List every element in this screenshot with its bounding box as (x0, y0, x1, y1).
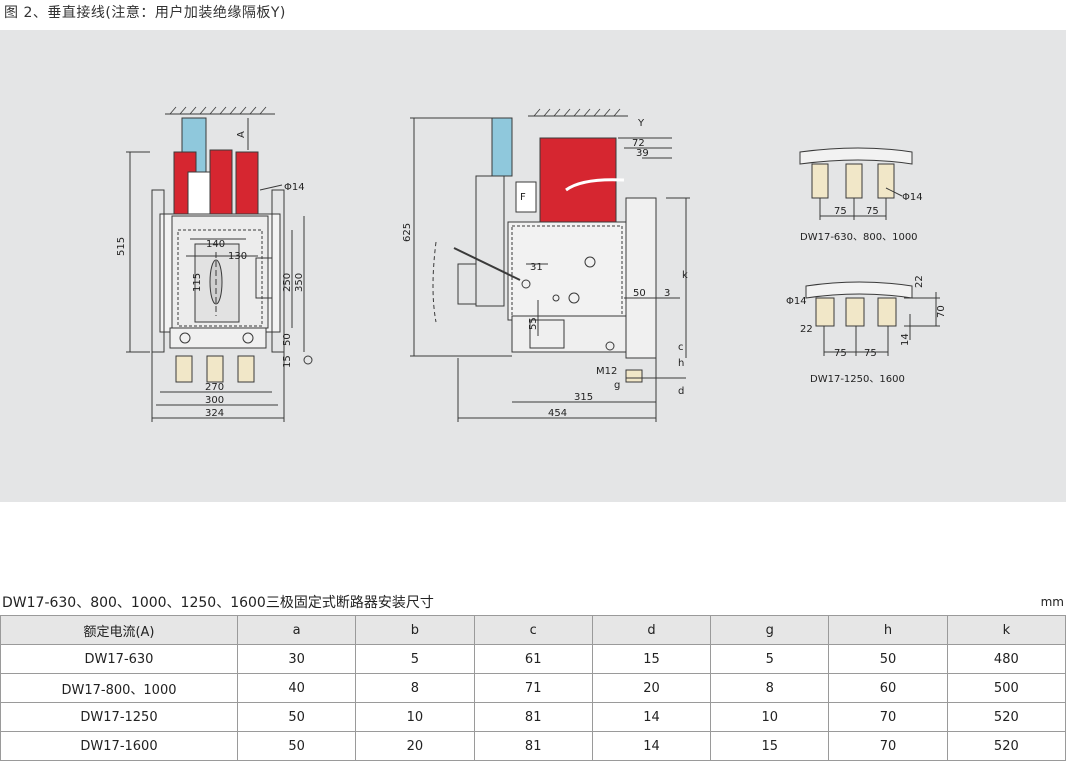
cell-k: 520 (946, 702, 1066, 732)
table-title: DW17-630、800、1000、1250、1600三极固定式断路器安装尺寸 (2, 595, 434, 611)
figure-title: 图 2、垂直接线(注意：用户加装绝缘隔板Y) (4, 5, 286, 21)
cell-c: 81 (473, 702, 593, 732)
header-b: b (355, 615, 475, 645)
header-d: d (591, 615, 712, 645)
cell-d: 14 (591, 702, 712, 732)
cell-d: 14 (591, 731, 712, 761)
dim-front-324: 324 (205, 408, 224, 419)
header-a: a (236, 615, 357, 645)
header-k: k (946, 615, 1066, 645)
cell-d: 15 (591, 644, 712, 674)
cell-b: 8 (355, 673, 475, 703)
dim-front-250: 250 (282, 273, 293, 292)
dim-front-A: A (236, 131, 247, 138)
dim-side-d: d (678, 386, 684, 397)
dim-side-625: 625 (402, 223, 413, 242)
cell-d: 20 (591, 673, 712, 703)
header-model: 额定电流(A) (0, 615, 238, 645)
dim-front-50: 50 (282, 333, 293, 346)
header-h: h (828, 615, 948, 645)
cell-c: 71 (473, 673, 593, 703)
cell-b: 5 (355, 644, 475, 674)
dim-side-39: 39 (636, 148, 649, 159)
dim-side-454: 454 (548, 408, 567, 419)
dim-t2-14: 14 (900, 333, 911, 346)
dim-front-350: 350 (294, 273, 305, 292)
dim-t2-75b: 75 (864, 348, 877, 359)
cell-a: 30 (236, 644, 357, 674)
cell-h: 60 (828, 673, 948, 703)
dim-t2-70: 70 (936, 305, 947, 318)
cell-k: 480 (946, 644, 1066, 674)
header-c: c (473, 615, 593, 645)
table-row: DW17-630 30 5 61 15 5 50 480 (0, 644, 1066, 674)
dim-front-15: 15 (282, 355, 293, 368)
caption-t2: DW17-1250、1600 (810, 374, 905, 385)
cell-model: DW17-800、1000 (0, 673, 238, 703)
cell-g: 5 (710, 644, 830, 674)
table-row: DW17-1600 50 20 81 14 15 70 520 (0, 731, 1066, 761)
cell-a: 50 (236, 731, 357, 761)
dim-side-315: 315 (574, 392, 593, 403)
dim-side-M12: M12 (596, 366, 617, 377)
cell-g: 8 (710, 673, 830, 703)
dim-side-h: h (678, 358, 684, 369)
dim-t2-75a: 75 (834, 348, 847, 359)
dim-side-31: 31 (530, 262, 543, 273)
dim-front-300: 300 (205, 395, 224, 406)
cell-c: 81 (473, 731, 593, 761)
terminal-detail-630-1000 (799, 147, 913, 220)
label-side-F: F (520, 192, 526, 203)
dimension-table: 额定电流(A) a b c d g h k DW17-630 30 5 61 1… (0, 615, 1066, 761)
dim-front-115: 115 (192, 273, 203, 292)
dim-side-c: c (678, 342, 684, 353)
table-row: DW17-1250 50 10 81 14 10 70 520 (0, 702, 1066, 732)
dim-side-g: g (614, 380, 620, 391)
header-g: g (710, 615, 830, 645)
cell-model: DW17-630 (0, 644, 238, 674)
cell-h: 70 (828, 702, 948, 732)
terminal-detail-1250-1600 (805, 281, 940, 356)
cell-g: 15 (710, 731, 830, 761)
cell-c: 61 (473, 644, 593, 674)
dim-front-140: 140 (206, 239, 225, 250)
table-row: DW17-800、1000 40 8 71 20 8 60 500 (0, 673, 1066, 703)
dim-front-270: 270 (205, 382, 224, 393)
dim-front-130: 130 (228, 251, 247, 262)
dim-side-72: 72 (632, 138, 645, 149)
dim-front-515: 515 (116, 237, 127, 256)
dim-front-phi14: Φ14 (284, 182, 305, 193)
cell-b: 20 (355, 731, 475, 761)
technical-drawing: 515 140 130 115 250 350 270 300 324 15 5… (0, 30, 1066, 502)
cell-k: 520 (946, 731, 1066, 761)
dim-t2-22a: 22 (800, 324, 813, 335)
caption-t1: DW17-630、800、1000 (800, 232, 918, 243)
side-view (410, 108, 690, 422)
dim-side-55: 55 (528, 317, 539, 330)
cell-g: 10 (710, 702, 830, 732)
cell-a: 40 (236, 673, 357, 703)
dim-t1-75b: 75 (866, 206, 879, 217)
dim-t1-phi14: Φ14 (902, 192, 923, 203)
cell-k: 500 (946, 673, 1066, 703)
cell-a: 50 (236, 702, 357, 732)
cell-model: DW17-1250 (0, 702, 238, 732)
dim-side-50: 50 (633, 288, 646, 299)
table-header-row: 额定电流(A) a b c d g h k (0, 615, 1066, 645)
dim-t2-phi14: Φ14 (786, 296, 807, 307)
dim-t1-75a: 75 (834, 206, 847, 217)
cell-model: DW17-1600 (0, 731, 238, 761)
unit-label: mm (1040, 595, 1064, 609)
front-view (126, 106, 313, 422)
dim-t2-22b: 22 (914, 275, 925, 288)
cell-h: 50 (828, 644, 948, 674)
drawing-svg: 515 140 130 115 250 350 270 300 324 15 5… (116, 106, 947, 422)
dim-side-k: k (682, 270, 688, 281)
dim-side-Y: Y (637, 118, 645, 129)
cell-b: 10 (355, 702, 475, 732)
cell-h: 70 (828, 731, 948, 761)
dim-side-3: 3 (664, 288, 670, 299)
